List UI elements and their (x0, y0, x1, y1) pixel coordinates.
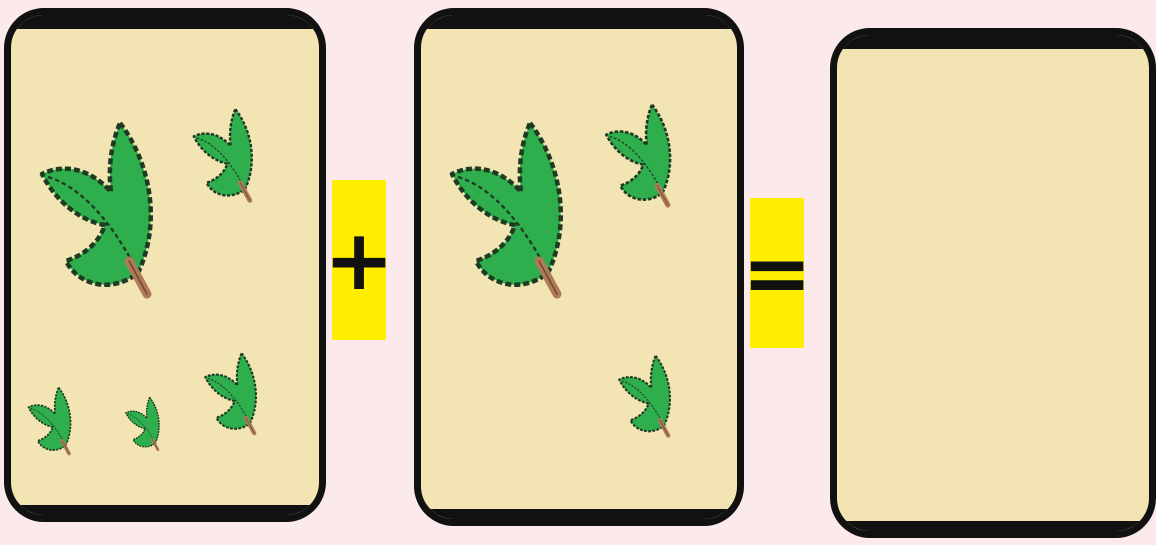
leaf-icon (123, 367, 169, 479)
leaf-icon (25, 359, 83, 481)
leaf-icon (201, 305, 271, 480)
leaf-icon (189, 59, 269, 249)
leaf-card-first-addend (4, 8, 326, 522)
leaf-icon (601, 59, 689, 249)
equals-symbol: = (741, 224, 813, 322)
leaf-icon (33, 57, 183, 357)
plus-symbol: + (323, 211, 395, 309)
leaf-icon (443, 57, 593, 357)
leaf-card-second-addend (414, 8, 744, 526)
plus-sign: + (324, 180, 394, 340)
answer-card-empty[interactable] (830, 28, 1156, 538)
equals-sign: = (742, 198, 812, 348)
leaf-icon (615, 309, 685, 481)
